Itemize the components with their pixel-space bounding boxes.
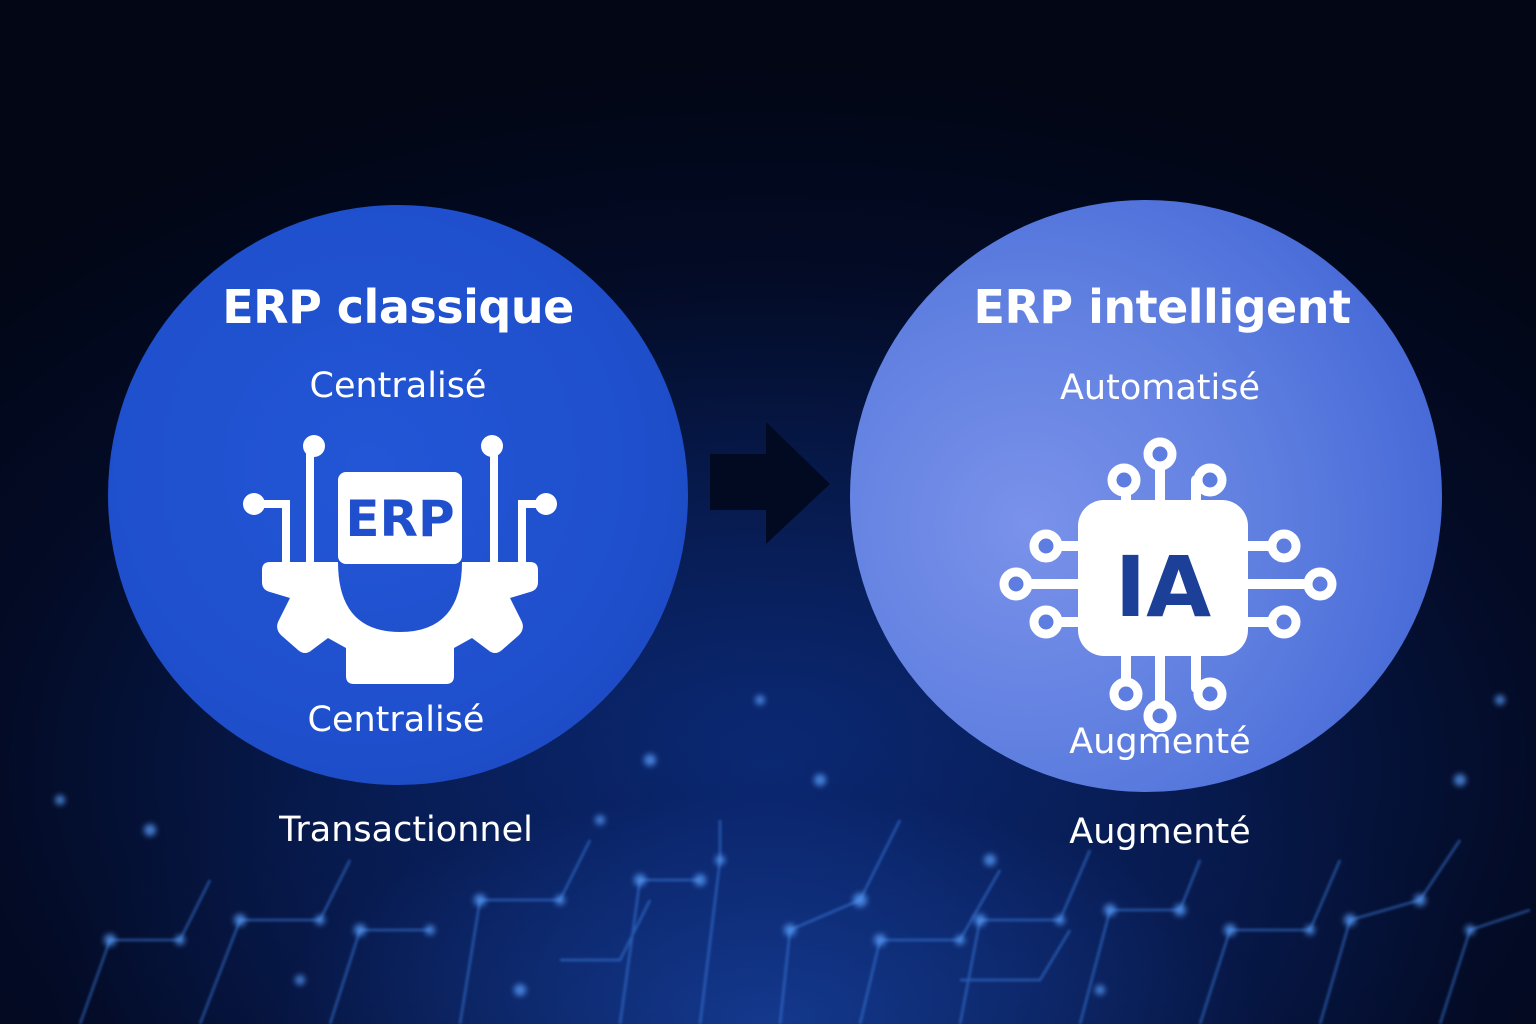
erp-intelligent-panel <box>850 200 1442 792</box>
erp-intelligent-caption: Augmenté <box>1069 812 1251 852</box>
arrow-right-icon <box>710 422 830 544</box>
erp-intelligent-title: ERP intelligent <box>973 280 1351 334</box>
erp-gear-icon: ERP <box>243 435 557 684</box>
erp-classique-subtitle-bottom: Centralisé <box>307 700 485 740</box>
erp-classique-caption: Transactionnel <box>279 810 533 850</box>
erp-icon-label: ERP <box>345 490 454 548</box>
erp-classique-title: ERP classique <box>222 280 574 334</box>
ai-icon-label: IA <box>1115 538 1211 636</box>
ai-chip-icon: IA <box>999 437 1337 732</box>
erp-intelligent-subtitle-bottom: Augmenté <box>1069 722 1251 762</box>
erp-classique-subtitle-top: Centralisé <box>309 366 487 406</box>
erp-intelligent-subtitle-top: Automatisé <box>1059 368 1261 408</box>
